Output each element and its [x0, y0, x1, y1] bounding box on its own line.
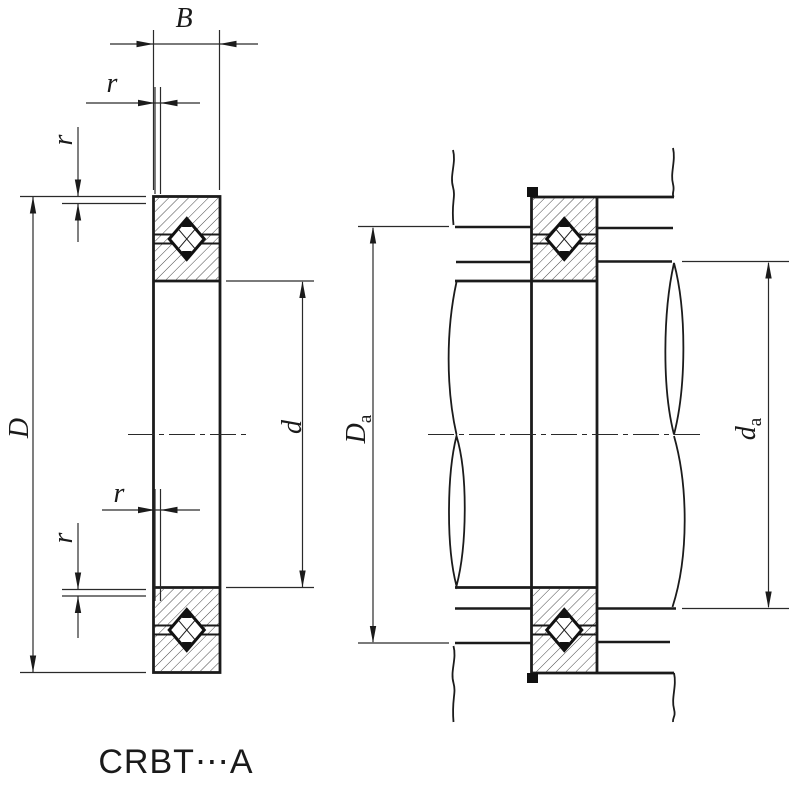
housing-break-line-top — [451, 149, 455, 226]
housing-lens-break — [448, 432, 466, 590]
series-caption: CRBT⋯A — [98, 743, 253, 781]
housing-bore-break — [447, 281, 458, 435]
label-da: da — [731, 417, 766, 440]
dimension-d: d — [226, 280, 314, 589]
shaft-lens-break — [664, 262, 685, 435]
locating-stub-top — [527, 187, 538, 197]
label-Da: Da — [341, 414, 376, 444]
dimension-B: B — [110, 3, 258, 190]
bearing-cross-section — [128, 195, 246, 674]
dimension-D: D — [4, 195, 146, 674]
dimension-r-left-bottom: r — [48, 523, 146, 638]
label-d: d — [277, 419, 308, 434]
dimension-Da: Da — [341, 225, 449, 644]
label-r: r — [107, 68, 118, 99]
locating-stub-bottom — [527, 673, 538, 683]
label-r: r — [114, 478, 125, 509]
label-r: r — [48, 134, 79, 145]
housing-section — [447, 149, 532, 723]
dimension-r-left-top: r — [48, 127, 146, 242]
shaft-break-line-top — [671, 147, 675, 198]
label-r: r — [48, 532, 79, 543]
housing-break-line-bottom — [451, 645, 456, 723]
shaft-break-line-bottom — [672, 672, 676, 723]
shaft-edge-break — [671, 435, 686, 608]
label-B: B — [175, 3, 192, 34]
shaft-section — [597, 147, 686, 723]
dimension-r-top-chamfer: r — [86, 68, 200, 194]
mounting-example — [428, 147, 700, 723]
label-D: D — [4, 418, 35, 439]
dimension-da: da — [682, 260, 789, 610]
dimension-r-bore-chamfer: r — [102, 478, 200, 601]
